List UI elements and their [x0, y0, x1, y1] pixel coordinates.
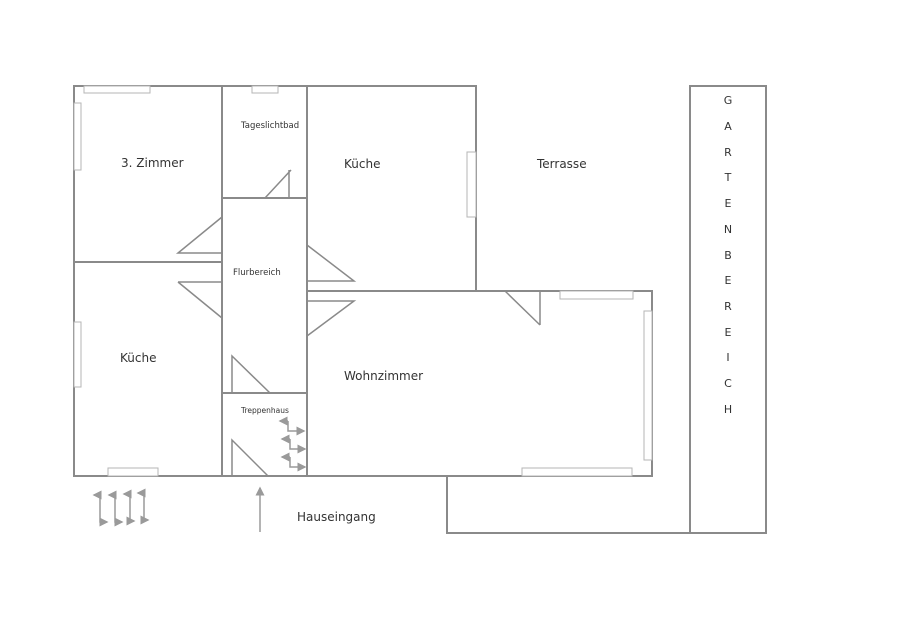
- windows: [73, 85, 653, 477]
- walls: [73, 85, 767, 534]
- garden-letter: G: [724, 94, 733, 107]
- room-label-kueche-left: Küche: [120, 351, 156, 365]
- doors: [175, 169, 541, 477]
- garden-letter: H: [724, 403, 732, 416]
- room-label-bad: Tageslichtbad: [240, 121, 299, 131]
- room-label-terrasse: Terrasse: [536, 157, 587, 171]
- garden-letter: C: [724, 377, 732, 390]
- garden-area: [689, 85, 767, 534]
- terrace-outline: [446, 476, 690, 534]
- entrance-arrows: [92, 486, 265, 532]
- garden-letter: E: [725, 274, 732, 287]
- garden-letter: A: [724, 120, 732, 133]
- garden-letter: E: [725, 197, 732, 210]
- garden-letter: B: [724, 249, 732, 262]
- room-label-eingang: Hauseingang: [297, 510, 376, 524]
- room-label-wohnzimmer: Wohnzimmer: [344, 369, 423, 383]
- room-label-flur: Flurbereich: [233, 268, 281, 278]
- garden-letter: R: [724, 300, 732, 313]
- garden-label: G A R T E N B E R E I C H: [724, 94, 733, 416]
- garden-letter: R: [724, 146, 732, 159]
- garden-letter: I: [726, 351, 729, 364]
- garden-letter: N: [724, 223, 732, 236]
- room-label-kueche-top: Küche: [344, 157, 380, 171]
- room-label-zimmer3: 3. Zimmer: [121, 156, 184, 170]
- garden-letter: T: [724, 171, 732, 184]
- room-label-treppenhaus: Treppenhaus: [240, 406, 289, 415]
- garden-letter: E: [725, 326, 732, 339]
- stair-arrows: [278, 416, 307, 472]
